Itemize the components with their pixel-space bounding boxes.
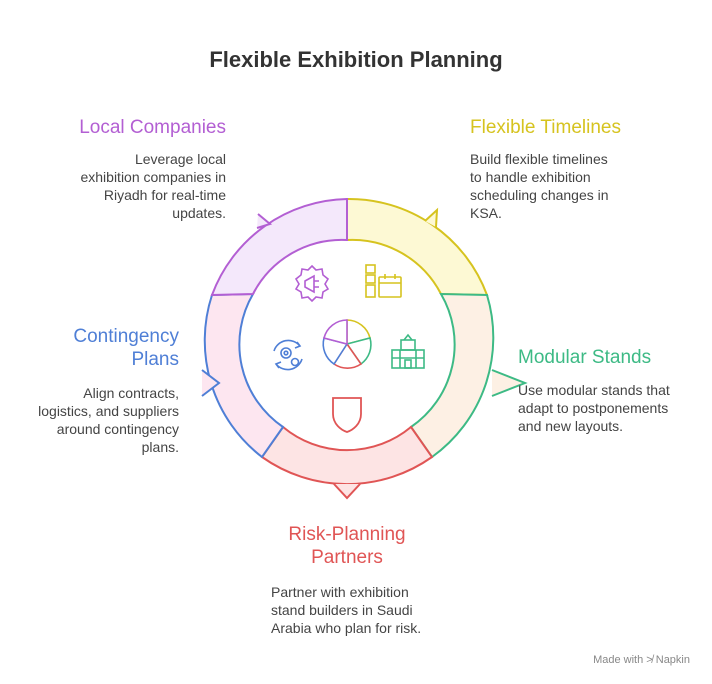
flexible-timelines-line: scheduling changes in bbox=[470, 187, 609, 203]
flexible-timelines-heading: Flexible Timelines bbox=[470, 117, 621, 138]
local-companies-line: exhibition companies in bbox=[80, 169, 226, 185]
modular-stands-line: Use modular stands that bbox=[518, 382, 670, 398]
pie-chart-icon bbox=[322, 319, 372, 369]
flexible-timelines-description: Build flexible timelines to handle exhib… bbox=[470, 150, 690, 222]
pointer-flexible-timelines bbox=[424, 207, 439, 228]
flexible-timelines-line: Build flexible timelines bbox=[470, 151, 608, 167]
pointer-modular-stands bbox=[491, 369, 528, 397]
modular-stands-line: and new layouts. bbox=[518, 418, 624, 434]
contingency-heading-line: Contingency bbox=[73, 326, 179, 347]
local-companies-line: Leverage local bbox=[134, 151, 226, 167]
sync-gears-icon bbox=[273, 339, 303, 371]
local-companies-line: Riyadh for real-time bbox=[103, 187, 226, 203]
risk-heading-line: Risk-Planning bbox=[288, 524, 406, 545]
risk-heading-line: Partners bbox=[311, 547, 383, 568]
contingency-line: logistics, and suppliers bbox=[38, 403, 179, 419]
shield-icon bbox=[332, 397, 362, 433]
modular-stands-heading: Modular Stands bbox=[518, 347, 652, 368]
risk-line: Arabia who plan for risk. bbox=[271, 620, 422, 636]
contingency-line: Align contracts, bbox=[83, 385, 179, 401]
napkin-footer: Made with ≯ Napkin bbox=[593, 654, 690, 666]
risk-planning-description: Partner with exhibition stand builders i… bbox=[271, 583, 471, 637]
megaphone-gear-icon bbox=[294, 264, 330, 303]
risk-line: Partner with exhibition bbox=[271, 584, 409, 600]
contingency-plans-heading: Contingency Plans bbox=[20, 325, 179, 371]
risk-line: stand builders in Saudi bbox=[271, 602, 413, 618]
local-companies-line: updates. bbox=[172, 205, 226, 221]
contingency-heading-line: Plans bbox=[131, 349, 179, 370]
modular-stands-line: adapt to postponements bbox=[518, 400, 669, 416]
calendar-timeline-icon bbox=[365, 264, 402, 298]
contingency-line: plans. bbox=[141, 439, 179, 455]
flexible-timelines-line: KSA. bbox=[470, 205, 502, 221]
pointer-risk-planning bbox=[333, 483, 361, 500]
modular-building-icon bbox=[391, 333, 425, 369]
local-companies-heading: Local Companies bbox=[79, 117, 226, 138]
local-companies-description: Leverage local exhibition companies in R… bbox=[30, 150, 226, 222]
modular-stands-description: Use modular stands that adapt to postpon… bbox=[518, 381, 698, 435]
contingency-plans-description: Align contracts, logistics, and supplier… bbox=[20, 384, 179, 456]
flexible-timelines-line: to handle exhibition bbox=[470, 169, 591, 185]
segment-local-companies bbox=[210, 197, 348, 297]
pointer-local-companies bbox=[256, 213, 273, 229]
page-title: Flexible Exhibition Planning bbox=[209, 47, 503, 72]
contingency-line: around contingency bbox=[56, 421, 179, 437]
risk-planning-heading: Risk-Planning Partners bbox=[227, 523, 467, 569]
pointer-contingency bbox=[201, 369, 221, 397]
